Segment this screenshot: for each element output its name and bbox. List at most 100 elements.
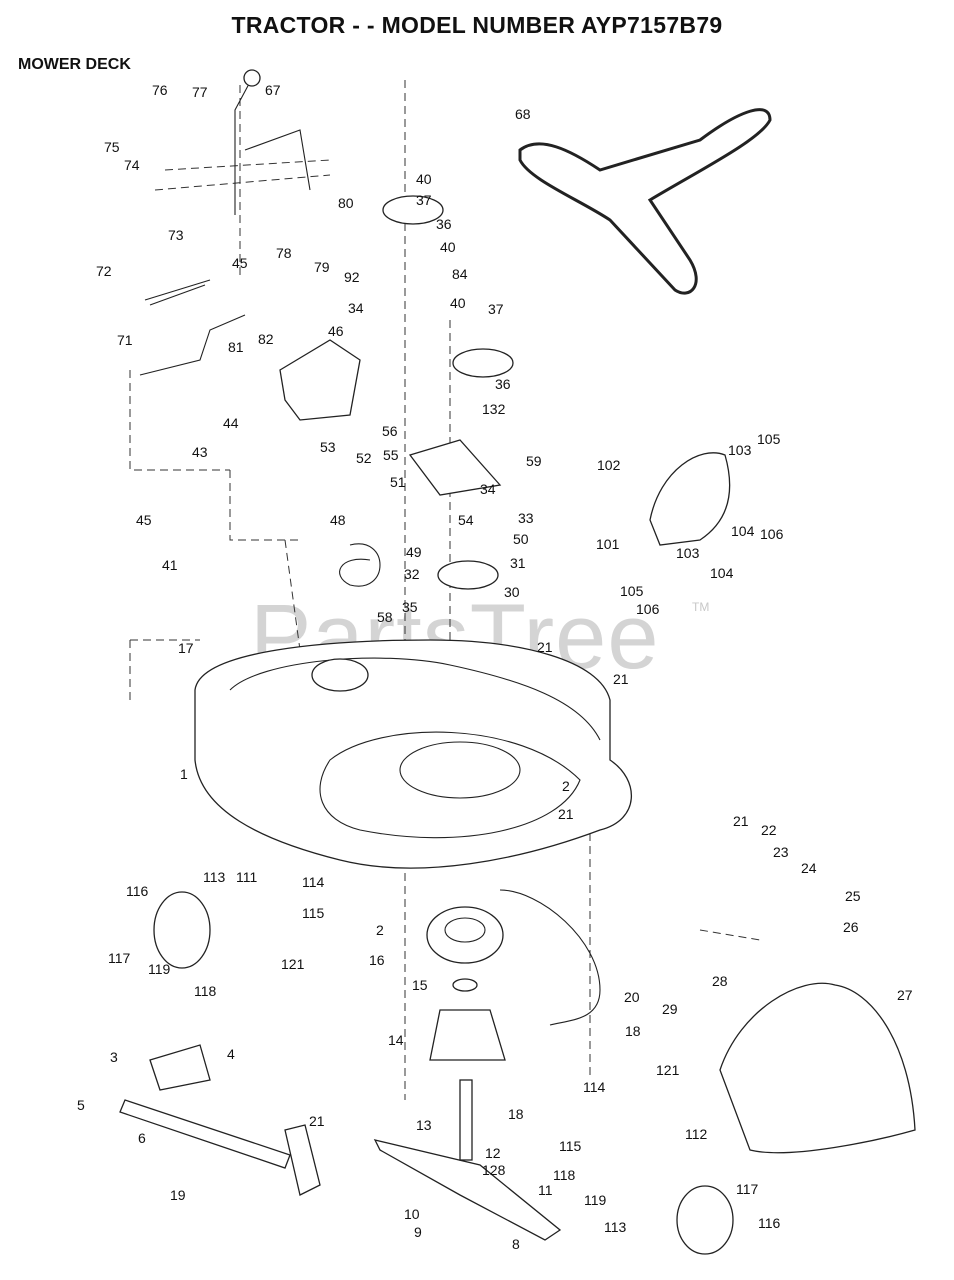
callout-1: 1 [180,766,188,782]
callout-31: 31 [510,555,526,571]
callout-55: 55 [383,447,399,463]
callout-119: 119 [584,1192,607,1208]
callout-121: 121 [656,1062,680,1078]
callout-16: 16 [369,952,385,968]
callout-11: 11 [538,1182,553,1198]
callout-15: 15 [412,977,428,993]
callout-10: 10 [404,1206,420,1222]
callout-44: 44 [223,415,239,431]
callout-54: 54 [458,512,474,528]
callout-68: 68 [515,106,531,122]
callout-2: 2 [376,922,384,938]
callout-17: 17 [178,640,194,656]
callout-3: 3 [110,1049,118,1065]
callout-30: 30 [504,584,520,600]
callout-113: 113 [604,1219,627,1235]
callout-21: 21 [309,1113,325,1129]
callout-37: 37 [488,301,504,317]
callout-21: 21 [733,813,749,829]
callout-111: 111 [236,869,257,885]
callout-34: 34 [480,481,496,497]
callout-117: 117 [108,950,131,966]
callout-43: 43 [192,444,208,460]
callout-33: 33 [518,510,534,526]
callout-9: 9 [414,1224,422,1240]
callout-32: 32 [404,566,420,582]
callout-20: 20 [624,989,640,1005]
callout-115: 115 [302,905,325,921]
callout-81: 81 [228,339,244,355]
callout-103: 103 [676,545,700,561]
assembly-line [129,80,761,1100]
mower-blade [373,1139,562,1241]
callout-50: 50 [513,531,529,547]
callout-77: 77 [192,84,208,100]
callout-119: 119 [148,961,171,977]
front-hanger [499,889,601,1026]
callout-82: 82 [258,331,274,347]
callout-104: 104 [731,523,755,539]
callout-12: 12 [485,1145,501,1161]
idler-arm [408,439,502,496]
callout-102: 102 [597,457,621,473]
callout-79: 79 [314,259,330,275]
callout-72: 72 [96,263,112,279]
deck-bracket [284,1124,321,1196]
spindle-bearing-housing [426,906,504,964]
bearing [452,978,478,992]
callout-58: 58 [377,609,393,625]
callout-121: 121 [281,956,305,972]
callout-113: 113 [203,869,226,885]
callout-116: 116 [758,1215,781,1231]
callout-53: 53 [320,439,336,455]
callout-118: 118 [194,983,217,999]
callout-73: 73 [168,227,184,243]
mower-deck-housing [194,639,633,869]
callout-106: 106 [760,526,784,542]
callout-5: 5 [77,1097,85,1113]
callout-105: 105 [757,431,781,447]
callout-21: 21 [537,639,553,655]
callout-4: 4 [227,1046,235,1062]
callout-75: 75 [104,139,120,155]
callout-128: 128 [482,1162,506,1178]
callout-34: 34 [348,300,364,316]
callout-103: 103 [728,442,752,458]
callout-56: 56 [382,423,398,439]
callout-6: 6 [138,1130,146,1146]
belt-guard [279,339,361,421]
callout-2: 2 [562,778,570,794]
deck-opening [399,741,521,799]
callout-78: 78 [276,245,292,261]
lift-link [119,1099,291,1169]
callout-115: 115 [559,1138,582,1154]
torsion-spring [339,543,381,587]
callout-45: 45 [232,255,248,271]
callout-40: 40 [416,171,432,187]
callout-112: 112 [685,1126,708,1142]
callout-18: 18 [625,1023,641,1039]
lever-knob [243,69,261,87]
gauge-wheel-right [676,1185,734,1255]
callout-19: 19 [170,1187,186,1203]
callout-18: 18 [508,1106,524,1122]
tension-spring [144,279,211,306]
callout-67: 67 [265,82,281,98]
callout-116: 116 [126,883,149,899]
callout-46: 46 [328,323,344,339]
callout-114: 114 [583,1079,606,1095]
callout-25: 25 [845,888,861,904]
callout-29: 29 [662,1001,678,1017]
callout-21: 21 [558,806,574,822]
idler-pulley-upper [382,195,444,225]
callout-14: 14 [388,1032,404,1048]
callout-48: 48 [330,512,346,528]
callout-118: 118 [553,1167,576,1183]
callout-49: 49 [406,544,422,560]
callout-117: 117 [736,1181,759,1197]
spindle-shaft [459,1079,473,1161]
page-title: TRACTOR - - MODEL NUMBER AYP7157B79 [231,12,723,38]
idler-pulley-middle [452,348,514,378]
